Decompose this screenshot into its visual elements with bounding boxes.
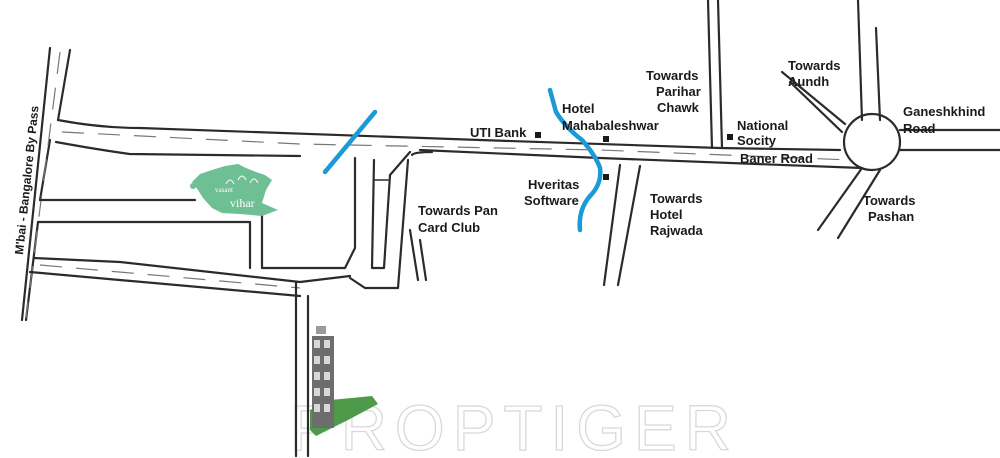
vasant-vihar-block: vasant vihar [190, 164, 278, 216]
pan-card-label-line2: Card Club [418, 220, 480, 235]
rajwada-label-line3: Rajwada [650, 223, 704, 238]
national-label-line1: National [737, 118, 788, 133]
baner-road-label: Baner Road [740, 151, 813, 166]
rajwada-label-line2: Hotel [650, 207, 683, 222]
uti-bank-marker [535, 132, 541, 138]
river [547, 87, 603, 233]
uti-bank-label: UTI Bank [470, 125, 527, 140]
hveritas-marker [603, 174, 609, 180]
rajwada-road [602, 163, 642, 287]
lower-road [28, 198, 352, 298]
rajwada-label-line1: Towards [650, 191, 703, 206]
pan-card-label-line1: Towards Pan [418, 203, 498, 218]
parihar-road [706, 0, 724, 150]
ganeshkhind-label-line2: Road [903, 121, 936, 136]
vasant-label: vasant [215, 186, 233, 194]
ganeshkhind-label-line1: Ganeshkhind [903, 104, 985, 119]
national-label-line2: Socity [737, 133, 777, 148]
parihar-label-line2: Parihar [656, 84, 701, 99]
pashan-label-line2: Pashan [868, 209, 914, 224]
canal-crossing [322, 109, 378, 175]
hotel-marker [603, 136, 609, 142]
pashan-label-line1: Towards [863, 193, 916, 208]
aundh-label-line2: Aundh [788, 74, 829, 89]
hotel-label-line1: Hotel [562, 101, 595, 116]
bypass-road [20, 46, 72, 322]
hveritas-label-line2: Software [524, 193, 579, 208]
aundh-label-line1: Towards [788, 58, 841, 73]
parihar-label-line3: Chawk [657, 100, 700, 115]
roundabout-area [780, 0, 1000, 240]
project-site [310, 326, 378, 436]
hotel-label-line2: Mahabaleshwar [562, 118, 659, 133]
hveritas-label-line1: Hveritas [528, 177, 579, 192]
vihar-label: vihar [230, 196, 255, 210]
baner-road [54, 118, 864, 170]
parihar-label-line1: Towards [646, 68, 699, 83]
national-socity-marker [727, 134, 733, 140]
middle-roads [260, 150, 434, 458]
